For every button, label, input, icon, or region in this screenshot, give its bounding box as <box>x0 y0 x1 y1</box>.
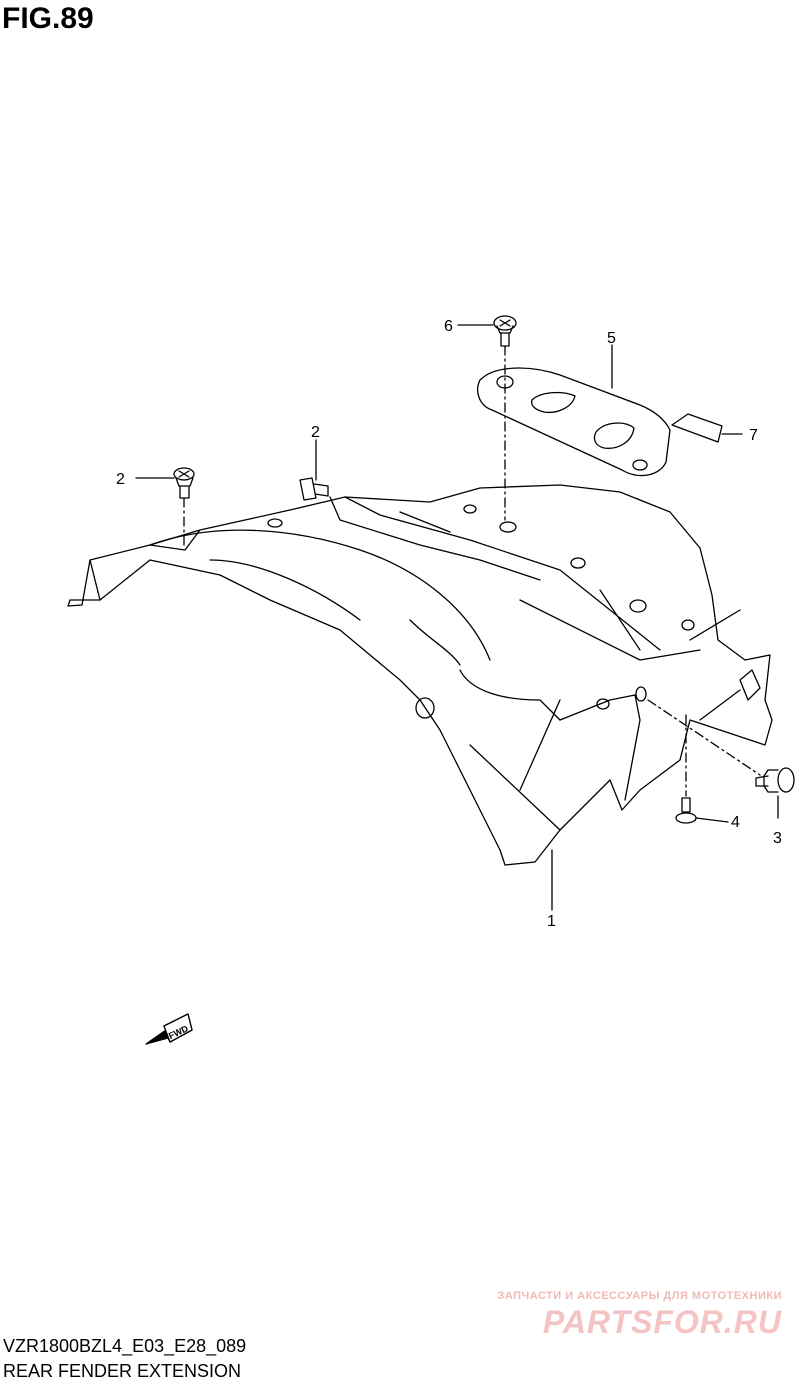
figure-title: FIG.89 <box>2 2 94 35</box>
screw-4-part <box>675 797 697 824</box>
fender-extension-part <box>67 484 773 866</box>
callout-1: 1 <box>547 913 556 930</box>
bolt-2a-part <box>173 467 195 499</box>
bolt-3-part <box>755 767 795 793</box>
diagram-code: VZR1800BZL4_E03_E28_089 <box>3 1336 247 1356</box>
diagram-name: REAR FENDER EXTENSION <box>3 1361 242 1381</box>
watermark-tagline: ЗАПЧАСТИ И АКСЕССУАРЫ ДЛЯ МОТОТЕХНИКИ <box>497 1290 782 1302</box>
callout-7: 7 <box>749 427 758 444</box>
callout-2b: 2 <box>311 424 320 441</box>
watermark: ЗАПЧАСТИ И АКСЕССУАРЫ ДЛЯ МОТОТЕХНИКИ PA… <box>482 1290 782 1341</box>
bracket-plate-part <box>477 367 671 477</box>
callout-5: 5 <box>607 330 616 347</box>
callout-3: 3 <box>773 830 782 847</box>
bolt-6-part <box>493 315 517 347</box>
watermark-logo: PARTSFOR.RU <box>542 1304 782 1340</box>
callout-4: 4 <box>731 814 740 831</box>
callout-2a: 2 <box>116 471 125 488</box>
callout-6: 6 <box>444 318 453 335</box>
leader-lines <box>135 324 779 911</box>
bolt-2b-part <box>299 477 329 501</box>
rubber-pad-part <box>671 413 723 443</box>
center-lines <box>183 345 761 797</box>
fwd-arrow-icon <box>145 1013 193 1045</box>
